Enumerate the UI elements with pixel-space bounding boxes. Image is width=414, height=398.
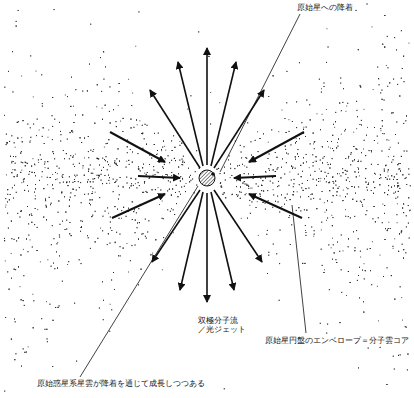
outflow-arrows — [150, 48, 264, 302]
accretion-label: 原始星への降着 — [296, 3, 354, 12]
dust-cloud — [4, 4, 411, 391]
envelope-label: 原始星円盤のエンベロープ＝分子雲コア — [264, 336, 410, 345]
disk-label: 原始惑星系星雲が降着を通じて成長しつつある — [36, 379, 206, 388]
infall-arrows — [110, 132, 304, 218]
outflow-label: 双極分子流 ／光ジェット — [197, 316, 249, 335]
stipple-dots — [4, 4, 411, 391]
protostar — [199, 170, 215, 186]
leader-lines — [80, 14, 306, 377]
